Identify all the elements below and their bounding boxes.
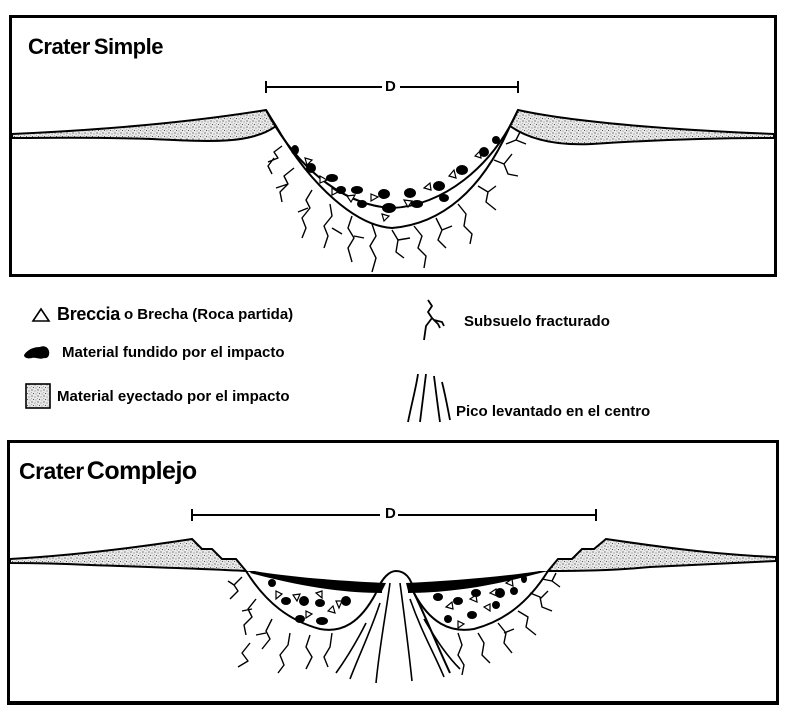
fracture-network xyxy=(267,131,527,273)
melt-blobs xyxy=(268,575,527,625)
breccia-lens-floor xyxy=(275,125,511,230)
stippled-square-icon xyxy=(25,383,51,409)
ejecta-blanket-right xyxy=(545,537,776,573)
legend-item-melt: Material fundido por el impacto xyxy=(22,343,285,361)
title-word-crater: Crater xyxy=(28,34,90,59)
diameter-bar xyxy=(191,509,597,521)
legend-item-fractured: Subsuelo fracturado xyxy=(420,298,610,344)
melt-sheet-band-left xyxy=(250,571,382,593)
melt-blobs xyxy=(291,136,500,213)
melt-sheet-band-right xyxy=(408,571,546,593)
legend-label-ejecta: Material eyectado por el impacto xyxy=(57,387,290,405)
fracture-network xyxy=(227,572,561,676)
diameter-label-complex: D xyxy=(384,505,397,522)
ejecta-blanket-left xyxy=(10,537,249,573)
branching-crack-icon xyxy=(423,299,445,341)
crater-floor-right xyxy=(413,570,549,631)
triangle-outline-icon xyxy=(31,307,51,322)
legend-item-breccia: Breccia o Brecha (Roca partida) xyxy=(31,304,293,325)
legend-label-central-peak: Pico levantado en el centro xyxy=(456,402,651,420)
ejecta-blanket-right xyxy=(508,108,774,146)
legend-label-melt: Material fundido por el impacto xyxy=(62,343,285,361)
crater-bowl-outline xyxy=(265,109,519,210)
title-word-crater: Crater xyxy=(19,458,84,484)
complex-crater-cross-section xyxy=(10,509,776,684)
legend-item-ejecta: Material eyectado por el impacto xyxy=(25,383,290,409)
breccia-fragments xyxy=(275,577,514,630)
diameter-label-simple: D xyxy=(384,78,397,95)
legend-item-central-peak: Pico levantado en el centro xyxy=(404,368,650,424)
title-word-simple: Simple xyxy=(93,34,164,59)
legend-label-fractured: Subsuelo fracturado xyxy=(464,312,610,330)
crater-floor-left xyxy=(245,570,377,631)
diverging-lines-icon xyxy=(407,373,451,423)
central-peak-uplift-lines xyxy=(335,582,461,684)
black-blob-icon xyxy=(24,346,50,359)
legend-label-breccia-strong: Breccia xyxy=(57,304,120,324)
diameter-bar xyxy=(265,81,519,93)
title-word-complejo: Complejo xyxy=(86,457,197,485)
simple-crater-cross-section xyxy=(12,81,774,273)
legend-label-breccia-rest: o Brecha (Roca partida) xyxy=(123,306,294,323)
ejecta-blanket-left xyxy=(12,108,278,142)
